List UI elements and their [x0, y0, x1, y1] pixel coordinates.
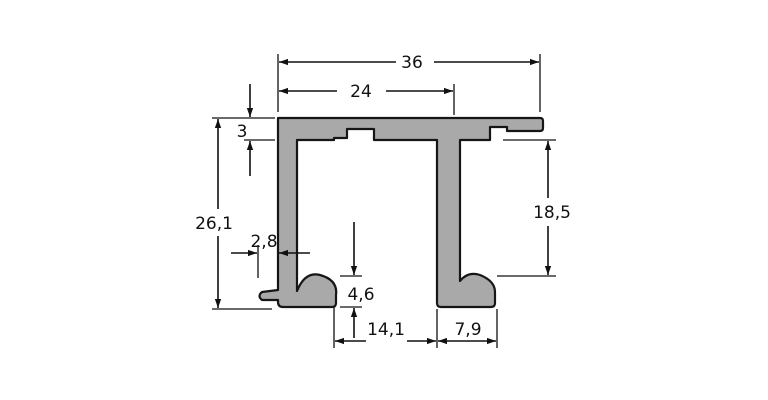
dimension-inner-height: 18,5: [533, 141, 571, 275]
extension-lines: [212, 54, 556, 348]
dimension-right-lip-width: 7,9: [438, 320, 496, 345]
overall-width-label: 36: [401, 53, 423, 73]
wall-thickness-label: 2,8: [250, 232, 277, 252]
right-lip-width-label: 7,9: [454, 320, 481, 340]
inner-height-label: 18,5: [533, 203, 571, 223]
dimension-wall-thickness: 2,8: [231, 232, 310, 257]
top-thickness-label: 3: [237, 122, 248, 142]
dimension-top-thickness: 3: [237, 84, 254, 176]
dimension-overall-height: 26,1: [195, 119, 233, 308]
dimension-lip-height: 4,6: [347, 222, 375, 338]
rail-profile-section: [258, 116, 545, 309]
lip-height-label: 4,6: [347, 285, 374, 305]
dimension-slot-width: 14,1: [335, 320, 436, 345]
dimension-top-span: 24: [279, 82, 453, 102]
overall-height-label: 26,1: [195, 214, 233, 234]
dimension-overall-width: 36: [279, 53, 539, 73]
top-span-label: 24: [350, 82, 372, 102]
slot-width-label: 14,1: [367, 320, 405, 340]
